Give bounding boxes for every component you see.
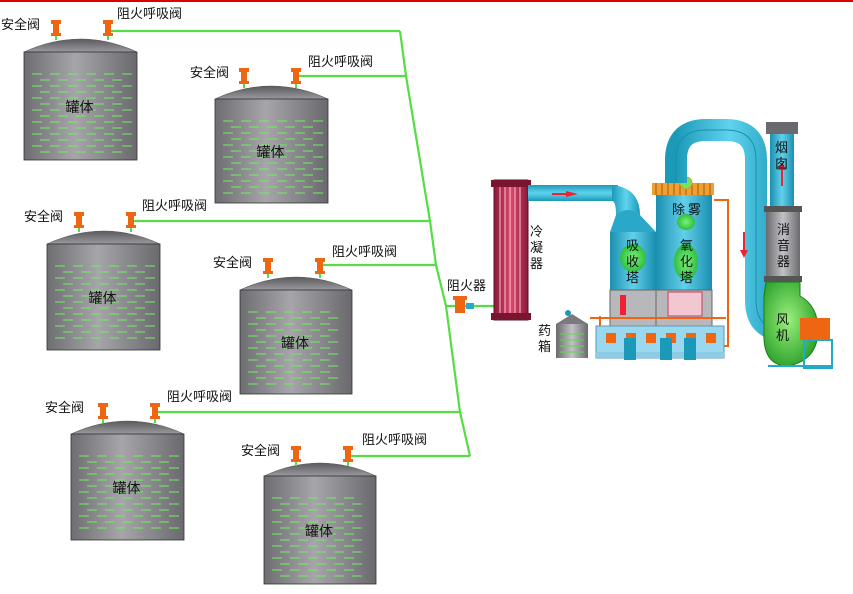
- storage-tank: 罐体 安全阀 阻火呼吸阀: [24, 199, 207, 351]
- valve-icon: [98, 403, 108, 423]
- tank-label: 罐体: [113, 481, 141, 497]
- svg-text:器: 器: [530, 257, 543, 272]
- storage-tank: 罐体 安全阀 阻火呼吸阀: [45, 390, 232, 541]
- tank-label: 罐体: [89, 291, 117, 307]
- tank-label: 罐体: [281, 336, 309, 352]
- svg-text:塔: 塔: [626, 271, 639, 286]
- silencer-label: 消 音 器: [777, 223, 790, 270]
- breather-valve-label: 阻火呼吸阀: [362, 433, 427, 448]
- tank-group: 罐体安全阀阻火呼吸阀罐体安全阀阻火呼吸阀罐体安全阀阻火呼吸阀罐体安全阀阻火呼吸阀…: [1, 7, 427, 585]
- svg-text:化: 化: [680, 255, 693, 270]
- breather-valve-label: 阻火呼吸阀: [142, 199, 207, 214]
- chimney-label: 烟 囱: [775, 141, 788, 172]
- storage-tank: 罐体 安全阀 阻火呼吸阀: [1, 7, 182, 161]
- safety-valve-label: 安全阀: [45, 400, 84, 416]
- condenser-label: 冷 凝 器: [530, 225, 543, 272]
- valve-icon: [150, 403, 160, 423]
- safety-valve-label: 安全阀: [190, 65, 229, 81]
- svg-text:除: 除: [672, 203, 685, 218]
- chemical-tank-label: 药 箱: [538, 324, 551, 355]
- absorption-tower: 吸 收 塔: [609, 210, 657, 327]
- storage-tank: 罐体 安全阀 阻火呼吸阀: [241, 433, 427, 585]
- liquid-level-lines: [32, 73, 132, 153]
- svg-text:器: 器: [777, 255, 790, 270]
- storage-tank: 罐体 安全阀 阻火呼吸阀: [190, 55, 373, 204]
- pump-skid: [595, 325, 725, 360]
- fan: 风 机: [763, 281, 833, 369]
- flame-arrester-label: 阻火器: [447, 279, 486, 294]
- flow-arrow: [778, 162, 786, 170]
- breather-valve-label: 阻火呼吸阀: [308, 55, 373, 70]
- safety-valve-label: 安全阀: [213, 255, 252, 271]
- svg-text:冷: 冷: [530, 225, 543, 240]
- valve-icon: [263, 258, 273, 278]
- flow-arrow: [740, 250, 748, 258]
- svg-text:箱: 箱: [538, 339, 551, 355]
- breather-valve-label: 阻火呼吸阀: [167, 390, 232, 405]
- flame-arrester: 阻火器: [447, 279, 486, 313]
- storage-tank: 罐体 安全阀 阻火呼吸阀: [213, 245, 397, 395]
- tank-label: 罐体: [66, 100, 94, 116]
- valve-icon: [291, 68, 301, 88]
- oxidation-tower-label: 氧 化 塔: [680, 239, 693, 286]
- liquid-level-lines: [248, 311, 338, 385]
- oxidation-tower: 除 雾 氧 化 塔: [652, 176, 714, 327]
- safety-valve-label: 安全阀: [1, 17, 40, 33]
- flow-arrow: [566, 191, 578, 197]
- absorption-tower-label: 吸 收 塔: [626, 239, 639, 286]
- valve-icon: [239, 68, 249, 88]
- svg-text:吸: 吸: [626, 239, 639, 254]
- valve-icon: [291, 446, 301, 466]
- svg-text:囱: 囱: [775, 157, 788, 172]
- valve-icon: [51, 20, 61, 40]
- liquid-level-lines: [272, 497, 362, 577]
- blue-duct-to-fan: [665, 119, 785, 341]
- svg-text:收: 收: [626, 255, 639, 270]
- svg-text:消: 消: [777, 223, 790, 238]
- breather-valve-label: 阻火呼吸阀: [117, 7, 182, 22]
- demister-label: 除 雾: [672, 203, 701, 218]
- silencer: 消 音 器: [764, 206, 802, 282]
- svg-text:风: 风: [776, 313, 789, 328]
- svg-text:氧: 氧: [680, 239, 693, 254]
- svg-text:塔: 塔: [680, 271, 693, 286]
- condenser: 冷 凝 器: [491, 179, 543, 321]
- svg-text:雾: 雾: [688, 203, 701, 218]
- valve-icon: [315, 258, 325, 278]
- fan-label: 风 机: [776, 313, 789, 344]
- liquid-level-lines: [223, 120, 323, 194]
- valve-icon: [343, 446, 353, 466]
- liquid-level-lines: [55, 265, 155, 339]
- valve-icon: [74, 212, 84, 232]
- svg-text:烟: 烟: [775, 141, 788, 156]
- valve-icon: [126, 212, 136, 232]
- chemical-tank: 药 箱: [538, 310, 588, 358]
- svg-text:机: 机: [776, 329, 789, 344]
- svg-text:音: 音: [777, 238, 790, 254]
- svg-text:药: 药: [538, 324, 551, 339]
- breather-valve-label: 阻火呼吸阀: [332, 245, 397, 260]
- svg-text:凝: 凝: [530, 240, 543, 256]
- liquid-level-lines: [79, 455, 179, 529]
- chimney: 烟 囱: [766, 122, 798, 214]
- tank-label: 罐体: [305, 524, 333, 540]
- safety-valve-label: 安全阀: [24, 209, 63, 225]
- valve-icon: [103, 20, 113, 40]
- tank-label: 罐体: [257, 145, 285, 161]
- safety-valve-label: 安全阀: [241, 443, 280, 459]
